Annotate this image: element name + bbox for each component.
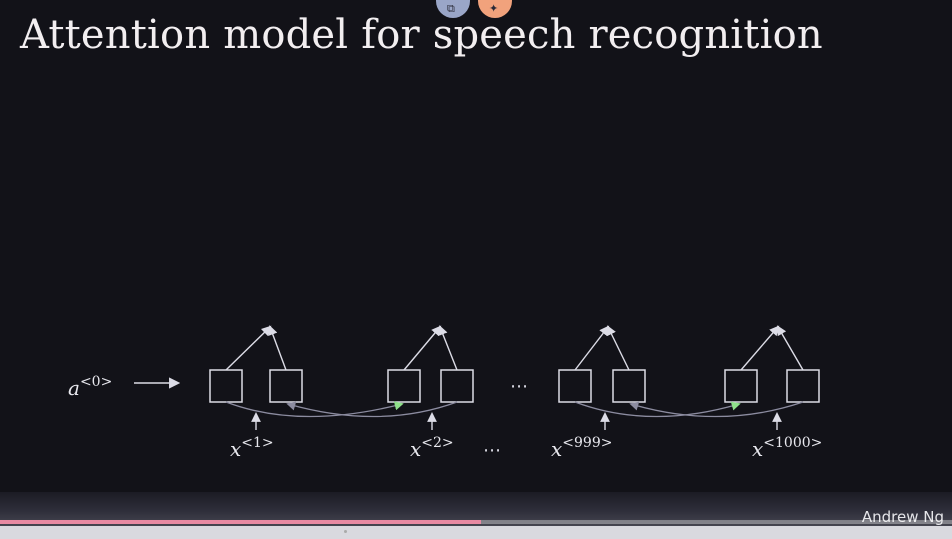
forward-cell [558,369,592,403]
forward-cell [387,369,421,403]
timestep-1000: x<1000> [724,325,822,461]
video-progress-bar[interactable] [0,520,952,524]
backward-cell [269,369,303,403]
forward-recurrence-arc [574,401,741,418]
output-arrow [607,325,630,371]
video-progress-fill [0,520,481,524]
middle-ellipsis: ⋯ [510,376,528,397]
output-arrow [740,325,780,371]
input-label: x<2> [410,435,454,461]
backward-recurrence-arc [629,401,804,418]
backward-cell [440,369,474,403]
forward-cell [209,369,243,403]
attention-diagram: a<0> x<1> x<2> [68,325,822,461]
copy-icon: ⧉ [447,2,455,15]
backward-cell [786,369,820,403]
slide-title: Attention model for speech recognition [20,12,823,58]
output-arrow [225,325,272,371]
copy-button[interactable]: ⧉ [436,0,470,18]
progress-marker [344,530,347,533]
output-arrow [438,325,458,371]
sparkle-icon: ✦ [489,2,499,15]
bottom-strip [0,526,952,539]
author-watermark: Andrew Ng [861,508,944,526]
output-arrow [268,325,287,371]
input-label: x<999> [551,435,612,461]
output-arrow [403,325,442,371]
backward-cell [612,369,646,403]
forward-recurrence-arc [225,401,404,418]
timestep-2: x<2> [387,325,474,461]
timestep-1: x<1> [209,325,303,461]
input-ellipsis: ⋯ [483,440,501,461]
timestep-999: x<999> [551,325,646,461]
initial-activation-label: a<0> [68,374,112,400]
backward-recurrence-arc [286,401,458,418]
output-arrow [777,325,804,371]
forward-cell [724,369,758,403]
input-label: x<1> [230,435,274,461]
output-arrow [574,325,610,371]
input-label: x<1000> [752,435,822,461]
ai-assist-button[interactable]: ✦ [478,0,512,18]
